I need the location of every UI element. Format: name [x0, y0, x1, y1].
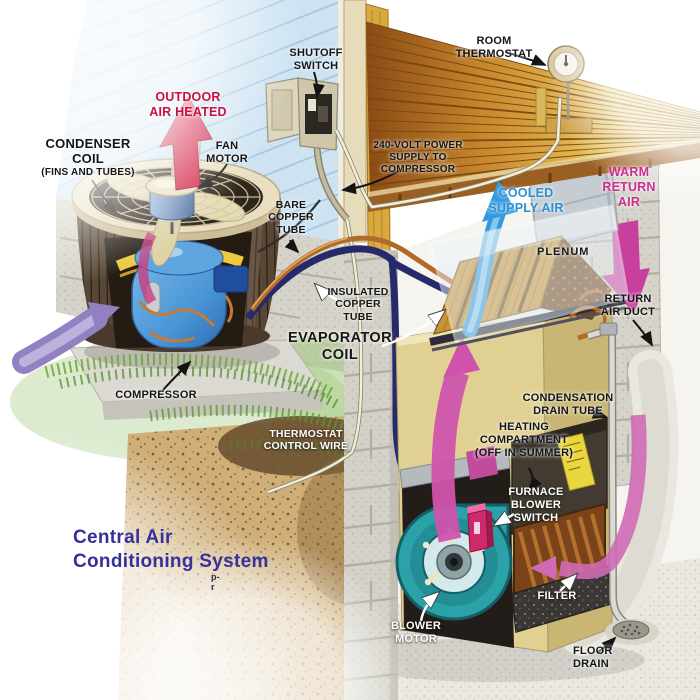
evaporator-plenum-assembly — [428, 180, 630, 352]
thermostat-control-wire-line — [267, 218, 363, 494]
leader-arrows-white — [316, 285, 576, 622]
label-insulated-copper-tube: INSULATED COPPER TUBE — [327, 286, 389, 323]
condensation-drain — [577, 322, 659, 645]
label-return-air-duct: RETURN AIR DUCT — [600, 293, 656, 318]
label-outdoor-air-heated: OUTDOOR AIR HEATED — [149, 90, 227, 119]
label-power-supply: 240-VOLT POWER SUPPLY TO COMPRESSOR — [373, 140, 463, 175]
label-room-thermostat: ROOM THERMOSTAT — [455, 35, 533, 60]
label-warm-return-air: WARM RETURN AIR — [602, 165, 656, 209]
label-evaporator-coil: EVAPORATOR COIL — [288, 330, 392, 364]
label-blower-motor: BLOWER MOTOR — [390, 620, 442, 645]
floor-drain-grate — [612, 620, 650, 640]
furnace — [395, 299, 613, 653]
plenum-glass — [428, 204, 630, 344]
label-plenum: PLENUM — [537, 246, 590, 258]
insulated-copper-tube-line — [245, 245, 416, 492]
label-furnace-blower-switch: FURNACE BLOWER SWITCH — [508, 486, 564, 524]
label-fan-motor: FAN MOTOR — [206, 140, 248, 165]
label-thermostat-control-wire: THERMOSTAT CONTROL WIRE — [263, 428, 349, 453]
return-air-into-furnace-arrow — [530, 414, 647, 580]
label-bare-copper-tube: BARE COPPER TUBE — [268, 199, 314, 236]
furnace-airflow-up-arrow — [431, 336, 480, 543]
furnace-blower-switch-graphic — [467, 503, 494, 553]
label-floor-drain: FLOOR DRAIN — [573, 645, 613, 670]
label-condensation-drain-tube: CONDENSATION DRAIN TUBE — [522, 392, 614, 417]
label-filter: FILTER — [537, 590, 577, 602]
diagram-title: Central Air Conditioning System — [73, 527, 269, 572]
label-shutoff-switch: SHUTOFF SWITCH — [289, 47, 343, 72]
label-cooled-supply-air: COOLED SUPPLY AIR — [488, 186, 564, 215]
conduit — [315, 147, 349, 221]
rating-sticker — [556, 433, 596, 491]
label-compressor: COMPRESSOR — [115, 389, 197, 401]
label-condenser-coil: CONDENSER COIL(FINS AND TUBES) — [41, 136, 135, 178]
outdoor-air-intake-arrow — [12, 302, 120, 374]
label-heating-compartment: HEATING COMPARTMENT (OFF IN SUMMER) — [474, 421, 574, 459]
power-cable — [334, 97, 562, 209]
stray-marks: p- r — [211, 572, 220, 592]
